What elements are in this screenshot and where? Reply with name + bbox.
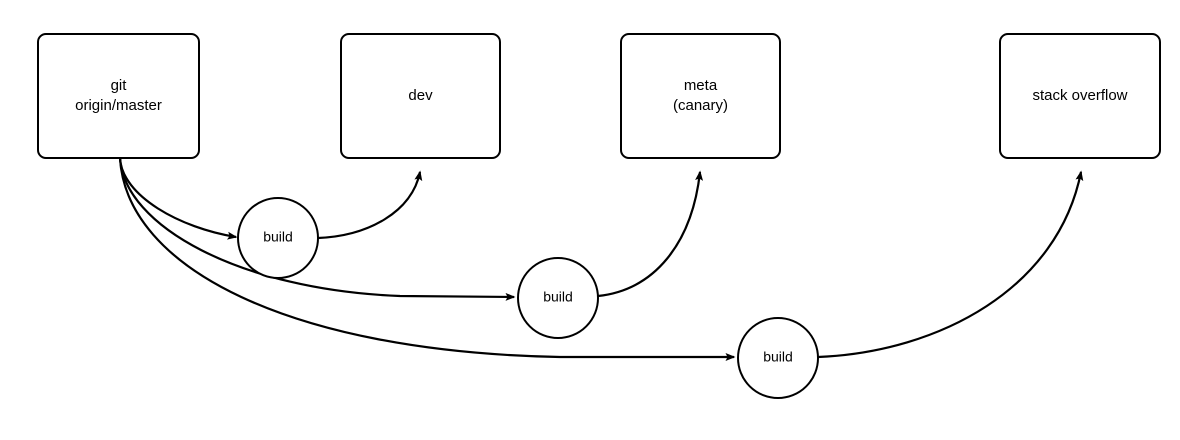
nodes-layer: git origin/master dev meta (canary) stac… xyxy=(37,33,1161,399)
node-stack-overflow[interactable]: stack overflow xyxy=(999,33,1161,159)
node-git-label-line1: git xyxy=(111,77,128,94)
node-meta[interactable]: meta (canary) xyxy=(620,33,781,159)
node-stack-overflow-shape[interactable] xyxy=(999,33,1161,159)
node-build-2-label: build xyxy=(543,289,573,305)
edge-git-to-build-3 xyxy=(118,157,736,361)
node-git-label-line2: origin/master xyxy=(75,97,162,114)
node-build-1[interactable]: build xyxy=(237,197,319,279)
node-build-1-label: build xyxy=(263,229,293,245)
node-build-1-shape[interactable] xyxy=(237,197,319,279)
node-dev[interactable]: dev xyxy=(340,33,501,159)
edge-build-3-to-stack-overflow xyxy=(817,170,1084,359)
node-build-3-label: build xyxy=(763,349,793,365)
node-git-shape[interactable] xyxy=(37,33,200,159)
edge-git-to-build-1 xyxy=(118,157,238,240)
edge-build-2-to-meta xyxy=(597,170,704,298)
node-dev-shape[interactable] xyxy=(340,33,501,159)
node-build-3-shape[interactable] xyxy=(737,317,819,399)
edge-build-1-to-dev xyxy=(317,170,423,240)
node-meta-label-line1: meta xyxy=(684,77,718,94)
node-dev-label-line1: dev xyxy=(408,87,433,104)
node-stack-overflow-label-line1: stack overflow xyxy=(1032,87,1127,104)
edges-layer xyxy=(118,157,1084,361)
node-meta-label-line2: (canary) xyxy=(673,97,728,114)
node-meta-shape[interactable] xyxy=(620,33,781,159)
edge-git-to-build-2 xyxy=(118,157,516,301)
node-build-3[interactable]: build xyxy=(737,317,819,399)
node-build-2[interactable]: build xyxy=(517,257,599,339)
node-git[interactable]: git origin/master xyxy=(37,33,200,159)
node-build-2-shape[interactable] xyxy=(517,257,599,339)
